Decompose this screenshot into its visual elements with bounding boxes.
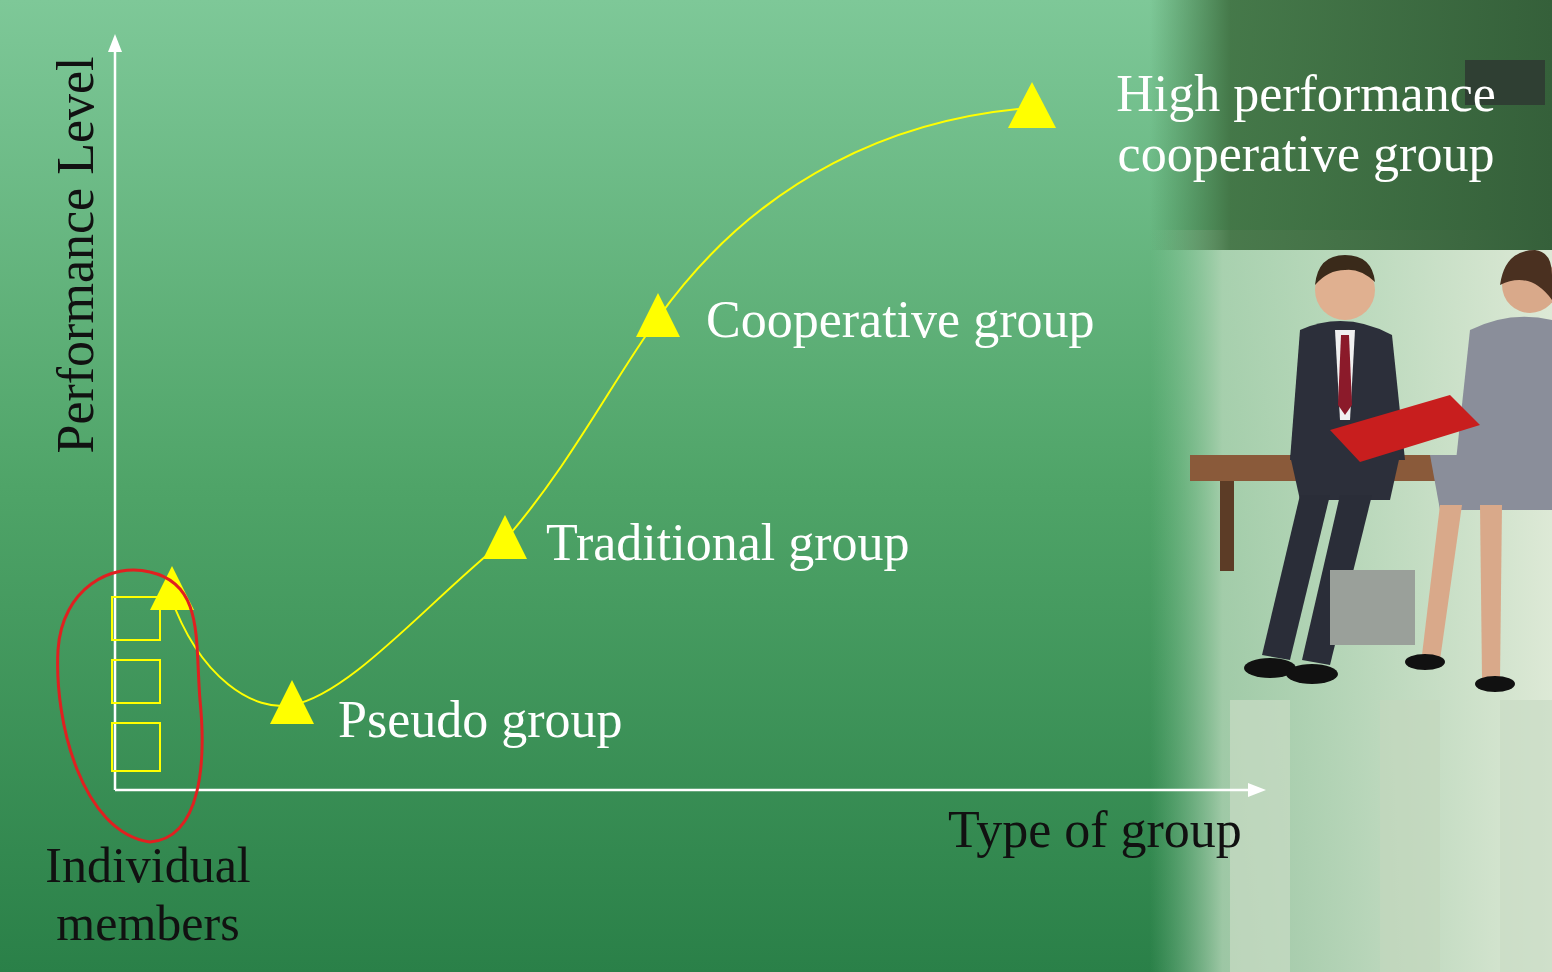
man-tie [1338, 335, 1352, 415]
group-label: Traditional group [546, 513, 910, 573]
woman-shoe [1475, 676, 1515, 692]
axis-arrowhead [1248, 783, 1266, 797]
bench-leg [1220, 481, 1234, 571]
red-circle [58, 570, 202, 842]
performance-curve [170, 108, 1030, 706]
stone-columns [1150, 230, 1552, 972]
briefcase [1330, 570, 1415, 645]
woman-skirt [1430, 455, 1552, 510]
group-label: Pseudo group [338, 690, 623, 750]
group-label: Cooperative group [706, 290, 1094, 350]
axis-title: Type of group [948, 800, 1242, 860]
woman-hair [1500, 250, 1552, 300]
man-shoe [1286, 664, 1338, 684]
x-axis [115, 789, 1250, 792]
triangle-marker [1008, 82, 1056, 128]
axis-label: Individual members [8, 836, 288, 952]
triangle-marker [636, 293, 680, 337]
triangle-marker [483, 515, 527, 559]
man-hair [1315, 255, 1375, 285]
woman-shoe [1405, 654, 1445, 670]
column [1380, 700, 1440, 972]
axis-title: Performance Level [46, 56, 106, 453]
woman-leg [1480, 505, 1502, 680]
woman-leg [1422, 505, 1462, 660]
member-box [112, 597, 160, 640]
man-shirt [1335, 330, 1355, 420]
column [1500, 700, 1552, 972]
triangle-marker [270, 680, 314, 724]
member-box [112, 660, 160, 703]
man-lap [1290, 455, 1400, 500]
group-label: High performance cooperative group [1068, 64, 1544, 184]
axis-arrowhead [108, 34, 122, 52]
woman-torso [1455, 317, 1552, 470]
red-folder [1330, 395, 1480, 462]
member-box [112, 723, 160, 771]
y-axis [114, 50, 117, 790]
